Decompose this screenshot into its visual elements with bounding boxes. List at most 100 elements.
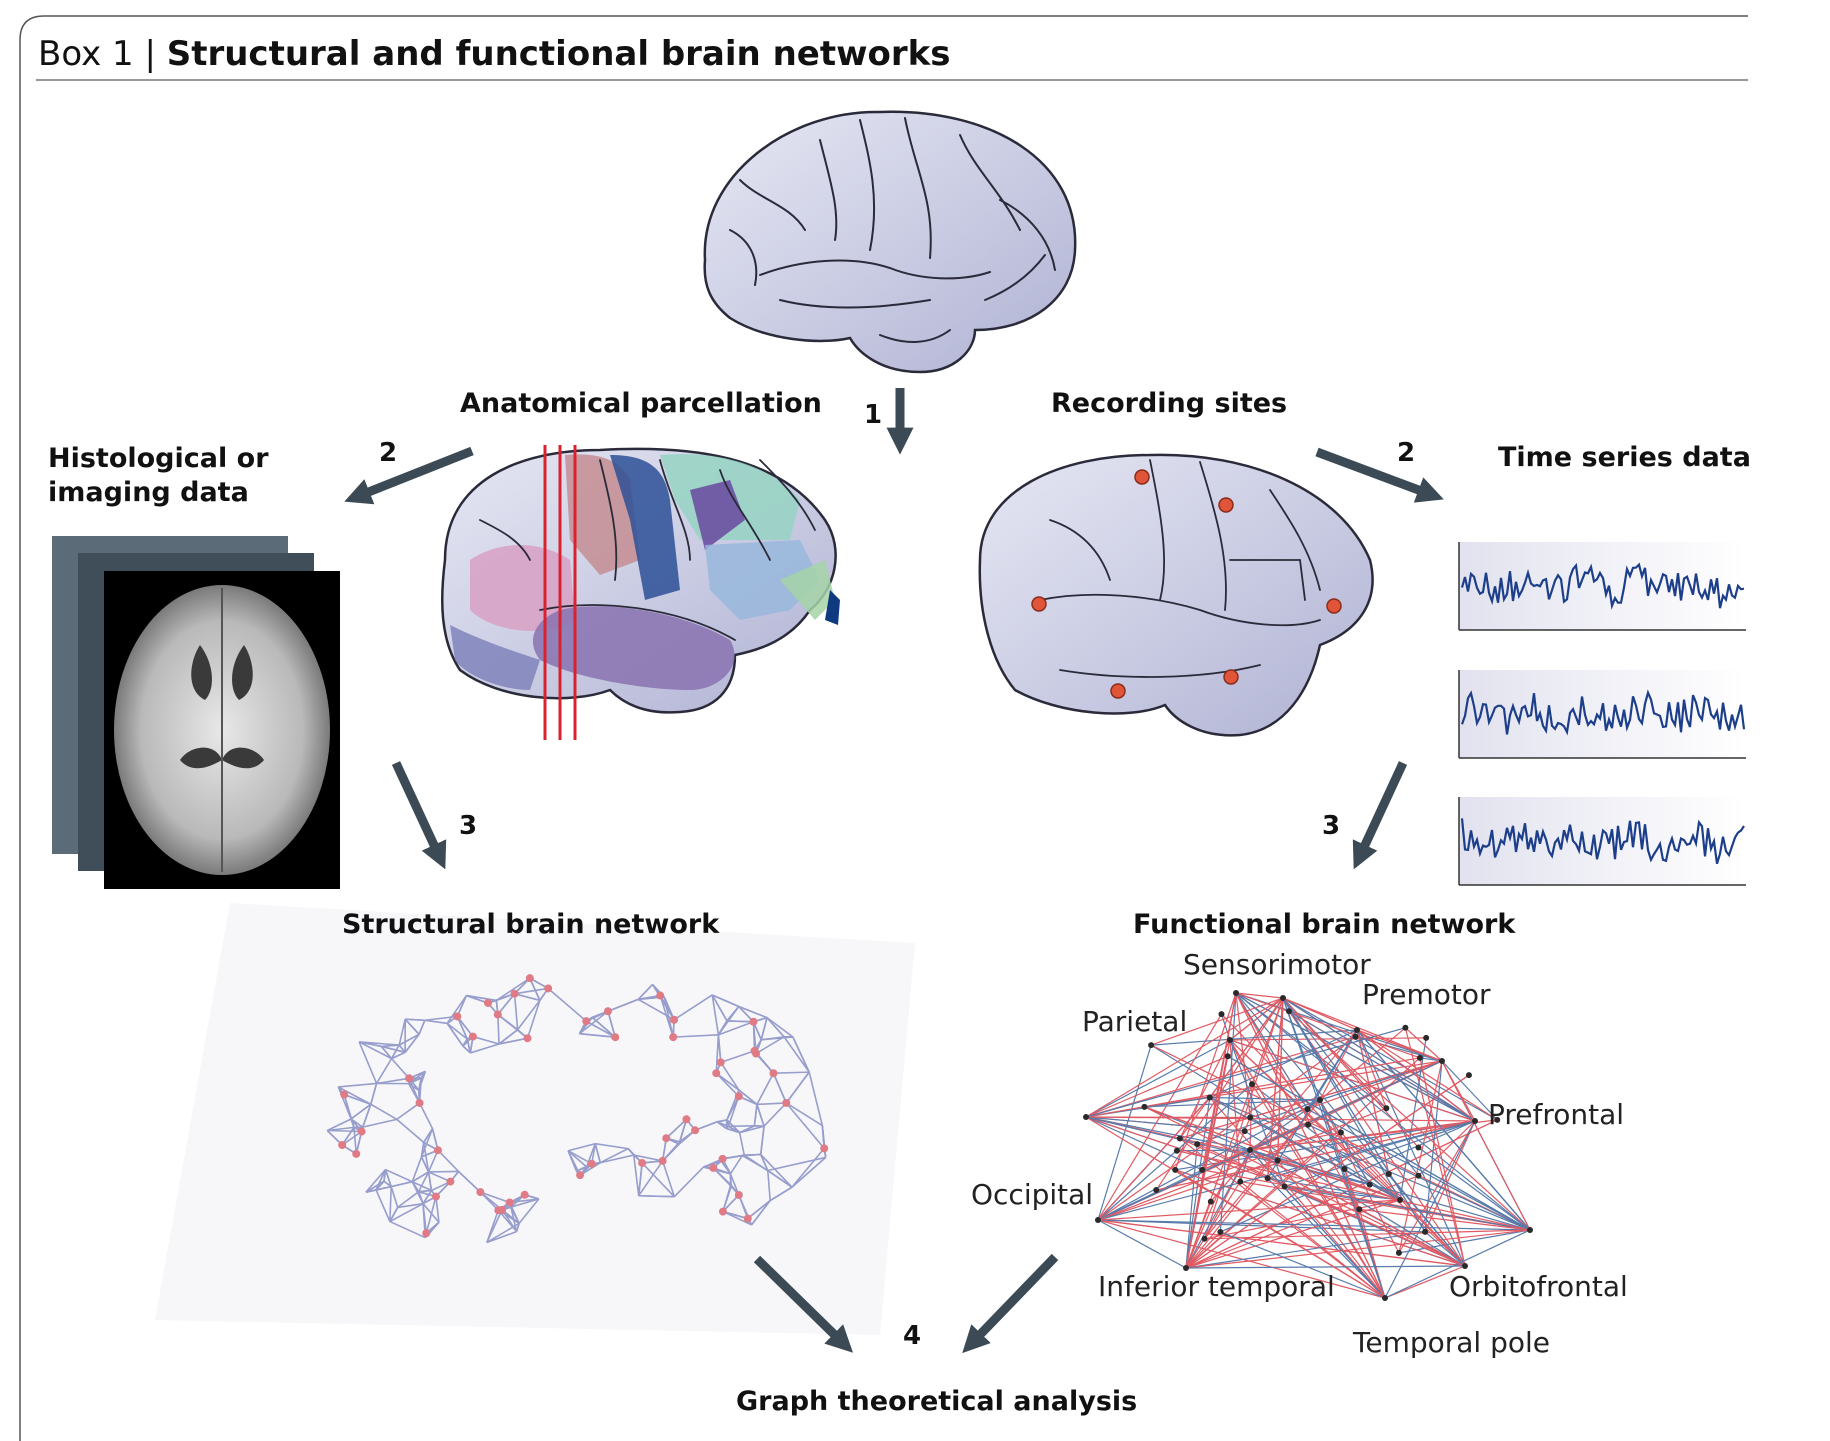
functional-node [1083, 1114, 1089, 1120]
structural-edge [396, 1102, 421, 1121]
structural-edge [462, 1045, 471, 1054]
functional-edge [1185, 1175, 1419, 1269]
structural-edge [717, 1034, 722, 1063]
structural-edge [742, 1153, 761, 1157]
functional-node [1465, 1072, 1472, 1079]
structural-edge [405, 1018, 425, 1022]
structural-edge [741, 1154, 769, 1172]
title-main: Structural and functional brain networks [166, 34, 951, 74]
step-number-1: 1 [864, 400, 883, 430]
recording-site-dot [1134, 469, 1150, 485]
functional-edge [1398, 1060, 1443, 1254]
structural-edge [715, 1072, 740, 1097]
label-time-series: Time series data [1498, 442, 1751, 473]
structural-node [749, 1017, 758, 1026]
structural-edge [337, 1086, 352, 1120]
functional-edge [1201, 992, 1237, 1171]
structural-node [576, 1171, 585, 1180]
functional-node [1305, 1121, 1312, 1128]
structural-edge [766, 1170, 771, 1201]
functional-edge [1085, 1116, 1245, 1132]
structural-edge [772, 1072, 787, 1104]
functional-edge [1085, 1116, 1268, 1179]
structural-edge [362, 1118, 397, 1128]
structural-node [670, 1015, 679, 1024]
structural-node [338, 1141, 347, 1150]
structural-edge [361, 1103, 372, 1128]
functional-edge [1179, 1039, 1231, 1139]
structural-node [446, 1177, 455, 1186]
functional-edge [1388, 1173, 1466, 1267]
structural-edge [437, 1149, 460, 1173]
functional-node [1366, 1181, 1373, 1188]
structural-edge [398, 1019, 406, 1046]
functional-edge [1204, 1229, 1531, 1240]
functional-edge [1085, 1116, 1476, 1122]
structural-edge [769, 1186, 793, 1202]
functional-node [1382, 1295, 1388, 1301]
functional-edge [1097, 1060, 1443, 1221]
functional-edge [1229, 997, 1284, 1041]
structural-edge [486, 1222, 520, 1244]
region-orbitofrontal: Orbitofrontal [1449, 1270, 1628, 1303]
structural-edge [396, 1118, 425, 1144]
brain-top [703, 110, 1077, 374]
functional-node [1415, 1172, 1422, 1179]
functional-edge [1209, 1097, 1386, 1299]
functional-node [1341, 1166, 1348, 1173]
functional-edge [1097, 1219, 1187, 1269]
functional-edge [1424, 1231, 1466, 1267]
functional-node [1527, 1227, 1533, 1233]
structural-edge [375, 1058, 393, 1084]
structural-edge [766, 1017, 785, 1038]
region-sensorimotor: Sensorimotor [1183, 948, 1371, 981]
structural-edge [711, 994, 728, 1022]
functional-node [1416, 1054, 1423, 1061]
structural-edge [389, 1202, 424, 1223]
structural-edge [638, 1160, 664, 1197]
structural-edge [391, 1180, 413, 1188]
structural-edge [375, 1169, 387, 1191]
functional-edge [1185, 1149, 1251, 1269]
structural-edge [381, 1045, 406, 1054]
time-series-panel [1458, 542, 1746, 631]
structural-edge [547, 987, 587, 1022]
functional-node [1172, 1166, 1179, 1173]
functional-edge [1419, 1057, 1443, 1062]
structural-edge [791, 1147, 825, 1188]
step-number-3-left: 3 [459, 811, 478, 841]
functional-edge [1441, 1060, 1476, 1122]
functional-node [1422, 1228, 1429, 1235]
functional-edge [1404, 1027, 1443, 1062]
functional-node [1494, 1116, 1501, 1123]
functional-edge [1384, 1120, 1476, 1299]
structural-edge [607, 1011, 617, 1038]
structural-edge [456, 1016, 468, 1040]
structural-node [405, 1074, 414, 1083]
structural-edge [370, 1103, 398, 1121]
functional-edge [1384, 1265, 1466, 1299]
structural-edge [456, 1015, 474, 1038]
functional-edge [1282, 997, 1443, 1062]
functional-edge [1085, 1027, 1406, 1118]
structural-node [484, 998, 493, 1007]
structural-node [357, 1127, 366, 1136]
functional-edge [1219, 992, 1237, 1233]
structural-edge [637, 983, 654, 1000]
structural-edge [397, 1202, 424, 1209]
functional-edge [1097, 1107, 1387, 1221]
structural-edge [425, 1196, 437, 1234]
structural-edge [365, 1180, 385, 1193]
structural-edge [420, 1128, 434, 1158]
functional-node [1241, 1128, 1248, 1135]
mri-stack [52, 536, 340, 889]
structural-edge [359, 1041, 400, 1046]
structural-node [712, 1069, 721, 1078]
functional-edge [1185, 1056, 1229, 1269]
structural-edge [753, 1104, 758, 1126]
functional-node [1173, 1147, 1180, 1154]
structural-edge [661, 1160, 676, 1197]
structural-edge [398, 1044, 406, 1053]
structural-edge [514, 987, 549, 995]
functional-edge [1288, 1010, 1466, 1267]
